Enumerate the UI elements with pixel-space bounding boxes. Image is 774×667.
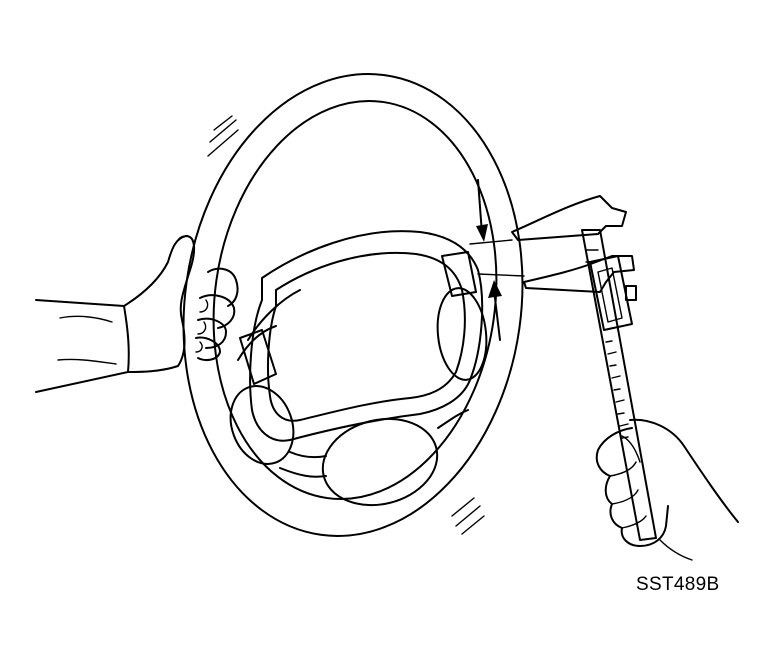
figure-code-label: SST489B [636,574,720,595]
caliper-sliding-jaw [523,255,635,293]
right-hand-icon [595,418,739,561]
measurement-arrow-icon [476,179,502,341]
left-hand-icon [35,235,239,393]
right-wrist [659,539,693,561]
caliper-jaw-tip-upper [469,239,513,245]
caliper-jaw-tip-lower [477,273,525,277]
left-horn-pad [229,385,295,465]
arrow-head-lower [488,280,502,298]
right-forearm [629,418,739,523]
steering-wheel-icon [182,73,524,537]
arrow-head-upper [476,224,488,242]
lower-spoke [279,409,469,478]
caliper-slider-window [597,267,623,323]
right-pad-arm [441,251,477,297]
left-pad-arm [239,329,277,385]
caliper-lock-screw [625,285,637,301]
caliper-slider [589,255,633,331]
left-thumb-nail [177,235,195,245]
right-thumb [621,435,641,463]
wheel-spoke-inner [267,251,466,422]
arrow-shaft-upper [477,179,483,235]
left-sleeve-fold [57,315,117,365]
wheel-spoke-frame [249,230,484,442]
motion-mark-right [451,497,485,535]
right-finger-lines [609,461,647,529]
left-palm [123,235,196,373]
caliper-scale-ticks [603,327,629,439]
caliper-fixed-jaw [511,195,627,241]
vernier-caliper-icon [469,195,657,541]
left-fingers [195,267,239,361]
caliper-beam [581,229,657,541]
caliper-depth-rod [585,249,599,263]
motion-mark-left [207,115,239,157]
arrow-shaft-lower [493,289,501,341]
left-finger-nails [195,299,209,353]
right-horn-pad [436,287,488,381]
left-sleeve [35,299,130,393]
wheel-rim-inner [212,99,498,501]
